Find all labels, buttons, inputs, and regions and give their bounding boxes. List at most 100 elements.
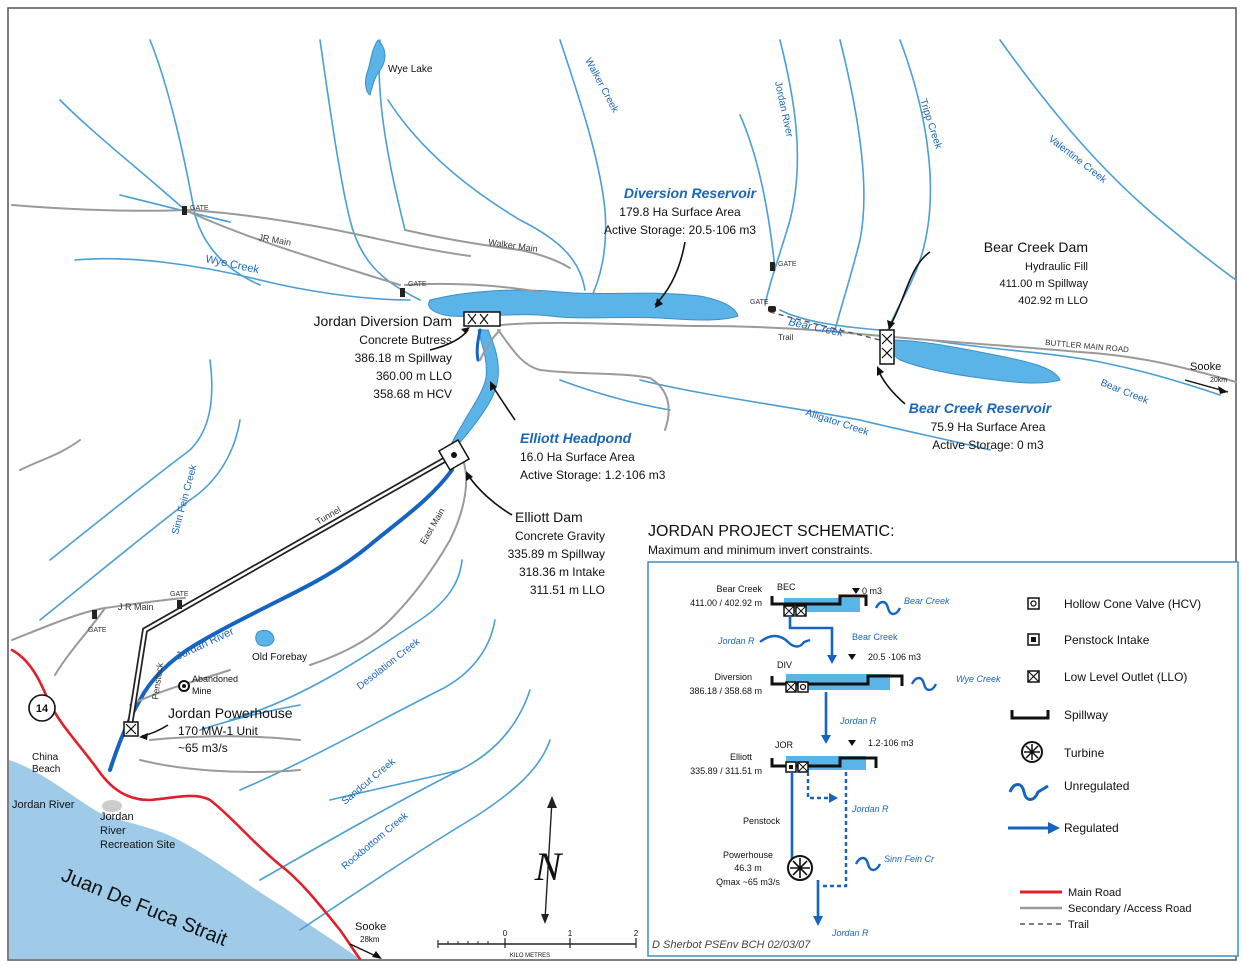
walker-main-label: Walker Main <box>488 237 539 254</box>
elliott-dam-llo: 311.51 m LLO <box>530 583 605 597</box>
elliott-headpond-area: 16.0 Ha Surface Area <box>520 450 635 464</box>
abandoned-mine-label-1: Abandoned <box>192 674 238 684</box>
recreation-site-shape <box>102 800 122 812</box>
schem-wye-icon <box>910 676 938 692</box>
wye-lake-label: Wye Lake <box>388 64 433 75</box>
gate-label-3: GATE <box>778 261 797 268</box>
jordan-river-lower-label: Jordan River <box>174 625 236 662</box>
jordan-powerhouse-name: Jordan Powerhouse <box>168 705 293 721</box>
legend: Hollow Cone Valve (HCV) Penstock Intake … <box>1008 597 1201 931</box>
bear-creek-dam-type: Hydraulic Fill <box>1025 261 1088 273</box>
schem-jor-name: Elliott <box>730 752 753 762</box>
schematic-box <box>647 561 1239 957</box>
bear-creek-trail <box>769 311 881 341</box>
wye-lake-shape <box>365 39 386 96</box>
schem-ph-name: Powerhouse <box>723 850 773 860</box>
elliott-dam-arrowhead <box>466 471 473 481</box>
bear-creek-reservoir-name: Bear Creek Reservoir <box>909 400 1053 416</box>
schem-div-reservoir <box>786 674 890 690</box>
sooke-south-arrowhead <box>372 951 382 959</box>
jordan-river-town-label: Jordan River <box>12 799 75 811</box>
jordan-powerhouse-flow: ~65 m3/s <box>178 741 228 755</box>
gate-label-2: GATE <box>408 281 427 288</box>
schem-jor-elev: 335.89 / 311.51 m <box>690 766 762 776</box>
powerhouse-symbol <box>123 721 139 737</box>
elliott-headpond-arrow <box>491 384 516 421</box>
schem-out: Jordan R <box>831 928 869 938</box>
bear-creek-dam-symbol <box>879 329 895 365</box>
schem-bec-name: Bear Creek <box>716 584 762 594</box>
sandcut-creek-label: Sandcut Creek <box>340 756 399 808</box>
bear-creek-dam-arrowhead <box>887 320 895 330</box>
legend-unregulated-icon <box>1008 783 1049 801</box>
schematic-title: JORDAN PROJECT SCHEMATIC: <box>648 523 895 540</box>
jr-main-lower-label: J R Main <box>118 602 154 612</box>
bear-creek-dam-arrow <box>889 251 931 327</box>
bear-creek-reservoir-area: 75.9 Ha Surface Area <box>931 420 1046 434</box>
schem-jor-spill: Jordan R <box>851 804 889 814</box>
jordan-diversion-dam-arrowhead <box>461 327 470 334</box>
jordan-diversion-dam-llo: 360.00 m LLO <box>376 369 452 383</box>
legend-turbine-vanes <box>1024 744 1040 760</box>
jordan-diversion-dam-hcv: 358.68 m HCV <box>373 387 452 401</box>
map-frame <box>7 7 1237 961</box>
elliott-headpond-storage: Active Storage: 1.2·106 m3 <box>520 468 666 482</box>
legend-trail: Trail <box>1068 919 1089 931</box>
compass-label: N <box>534 844 564 889</box>
gate-markers <box>92 206 776 619</box>
schem-jor-spillway <box>770 756 878 768</box>
schem-bec-out: Bear Creek <box>852 632 898 642</box>
abandoned-mine-label-2: Mine <box>192 686 212 696</box>
tunnel-line-inner <box>128 453 454 726</box>
bear-creek-upper-label: Bear Creek <box>787 316 844 339</box>
schem-turbine-vanes <box>790 858 810 878</box>
sinn-fein-creek-label: Sinn Fein Creek <box>170 463 199 536</box>
elliott-headpond-arrowhead <box>490 381 497 391</box>
diversion-reservoir-storage: Active Storage: 20.5·106 m3 <box>604 223 756 237</box>
gate-label-1: GATE <box>190 205 209 212</box>
jordan-river-upper-link <box>475 328 482 362</box>
schem-bec-llo-x <box>783 605 807 617</box>
bear-creek-reservoir-arrowhead <box>877 366 884 376</box>
highway-shield <box>28 694 56 722</box>
legend-hcv: Hollow Cone Valve (HCV) <box>1064 597 1201 611</box>
schem-div-outflow-head <box>821 735 831 744</box>
sooke-east-distance: 20km <box>1210 377 1227 384</box>
sooke-east-label: Sooke <box>1190 361 1221 373</box>
schem-sinn-icon <box>854 856 882 872</box>
schem-div-name: Diversion <box>714 672 752 682</box>
creeks <box>39 39 1237 931</box>
schem-sinn-in: Sinn Fein Cr <box>884 854 935 864</box>
schem-jor-spill-path <box>806 772 834 800</box>
schem-div-storage: 20.5 ·106 m3 <box>868 652 921 662</box>
schem-bec-storage-mark <box>852 588 860 594</box>
schem-jor-intake-dot <box>789 765 793 769</box>
legend-spillway: Spillway <box>1064 708 1108 722</box>
tripp-creek-label: Tripp Creek <box>917 98 944 152</box>
schem-credit: D Sherbot PSEnv BCH 02/03/07 <box>652 939 811 951</box>
valentine-creek-label: Valentine Creek <box>1046 134 1109 187</box>
legend-intake-dot <box>1031 637 1036 642</box>
schem-bec-code: BEC <box>777 582 796 592</box>
penstock-label: Penstock <box>150 662 165 701</box>
elliott-headpond-name: Elliott Headpond <box>520 430 632 446</box>
legend-llo: Low Level Outlet (LLO) <box>1064 670 1187 684</box>
gate-label-4: GATE <box>750 299 769 306</box>
highway-number: 14 <box>36 703 49 715</box>
schem-bec-elev: 411.00 / 402.92 m <box>690 598 762 608</box>
desolation-creek-label: Desolation Creek <box>355 636 423 693</box>
legend-turbine: Turbine <box>1064 746 1105 760</box>
schem-outflow-head <box>813 916 823 926</box>
scale-0: 0 <box>503 929 508 938</box>
diversion-reservoir-area: 179.8 Ha Surface Area <box>619 205 741 219</box>
schem-div-hcv-dot <box>799 683 807 691</box>
bear-creek-dam-name: Bear Creek Dam <box>984 239 1088 255</box>
legend-regulated: Regulated <box>1064 821 1119 835</box>
east-main-label: East Main <box>418 506 447 546</box>
schem-bec-inflow: Bear Creek <box>904 596 950 606</box>
bear-creek-dam-spillway: 411.00 m Spillway <box>1000 278 1089 290</box>
schem-bec-storage: 0 m3 <box>862 586 882 596</box>
legend-regulated-head <box>1048 822 1060 834</box>
sooke-east-arrowhead <box>1218 386 1228 394</box>
schem-wye-in: Wye Creek <box>956 674 1001 684</box>
